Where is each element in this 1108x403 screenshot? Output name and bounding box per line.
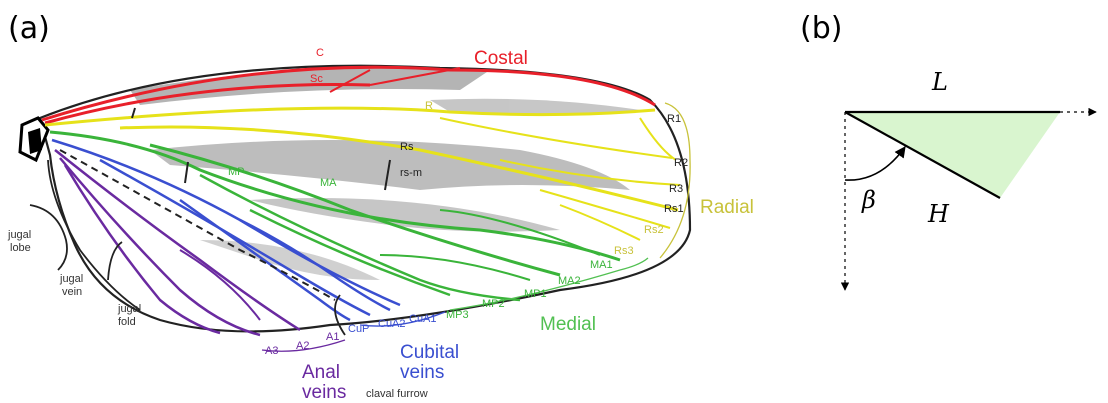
vein-label-cua1: CuA1 — [409, 313, 437, 325]
vein-label-a1: A1 — [326, 331, 339, 343]
vein-label-r1: R1 — [667, 113, 681, 125]
vein-label-ma: MA — [320, 177, 337, 189]
claval-furrow-line — [59, 149, 336, 301]
vein-label-sc: Sc — [310, 73, 323, 85]
annotation-jugal-lobe-2: lobe — [10, 242, 31, 254]
vein-label-rs2: Rs2 — [644, 224, 664, 236]
vein-label-rs-m: rs-m — [400, 167, 422, 179]
annotation-jugal-lobe-1: jugal — [7, 229, 31, 241]
wing-base — [18, 116, 50, 163]
hypotenuse-label: H — [927, 200, 950, 228]
group-label-costal: Costal — [474, 48, 528, 69]
vein-label-rs: Rs — [400, 141, 414, 153]
hypotenuse-line — [844, 111, 1001, 199]
length-label: L — [931, 68, 948, 96]
anal-veins — [54, 149, 301, 337]
panel-b-label: (b) — [800, 11, 842, 46]
vein-label-r2: R2 — [674, 157, 688, 169]
medial-veins — [49, 130, 621, 302]
vein-label-a3: A3 — [265, 345, 278, 357]
group-label-radial: Radial — [700, 197, 754, 218]
annotation-jugal-vein-1: jugal — [59, 273, 83, 285]
vein-label-cup: CuP — [348, 323, 369, 335]
vein-label-r: R — [425, 100, 433, 112]
vein-labels: C Sc R Rs rs-m MP MA R1 R2 R3 Rs1 Rs2 Rs… — [228, 47, 688, 357]
group-label-cubital-2: veins — [400, 362, 444, 383]
jugal-region — [29, 159, 346, 336]
vein-label-cua2: CuA2 — [378, 318, 406, 330]
group-label-anal-2: veins — [302, 382, 346, 403]
group-label-cubital-1: Cubital — [400, 342, 459, 363]
vein-label-mp3: MP3 — [446, 309, 469, 321]
group-label-medial: Medial — [540, 314, 596, 335]
vein-label-r3: R3 — [669, 183, 683, 195]
vein-label-ma2: MA2 — [558, 275, 581, 287]
annotation-claval-furrow: claval furrow — [366, 388, 428, 400]
vein-label-mp1: MP1 — [524, 288, 547, 300]
vein-label-c: C — [316, 47, 324, 59]
group-label-anal-1: Anal — [302, 362, 340, 383]
annotation-jugal-fold-1: jugal — [117, 303, 141, 315]
radial-veins — [44, 106, 681, 241]
angle-label: β — [861, 186, 876, 214]
vein-label-rs1: Rs1 — [664, 203, 684, 215]
panel-a-label: (a) — [8, 11, 50, 46]
vein-label-a2: A2 — [296, 340, 309, 352]
vein-label-ma1: MA1 — [590, 259, 613, 271]
swept-area — [845, 112, 1060, 198]
cubital-veins — [51, 138, 401, 322]
costal-veins — [41, 65, 656, 125]
vein-label-mp2: MP2 — [482, 298, 505, 310]
group-braces — [261, 102, 691, 352]
panel-b: (b) L H β — [800, 11, 1097, 291]
cross-veins — [131, 107, 391, 191]
annotations: jugal lobe jugal vein jugal fold claval … — [7, 229, 428, 400]
annotation-jugal-vein-2: vein — [62, 286, 82, 298]
vein-label-mp: MP — [228, 166, 245, 178]
angle-arc — [844, 146, 906, 181]
annotation-jugal-fold-2: fold — [118, 316, 136, 328]
panel-a: (a) — [7, 11, 754, 403]
vein-label-rs3: Rs3 — [614, 245, 634, 257]
